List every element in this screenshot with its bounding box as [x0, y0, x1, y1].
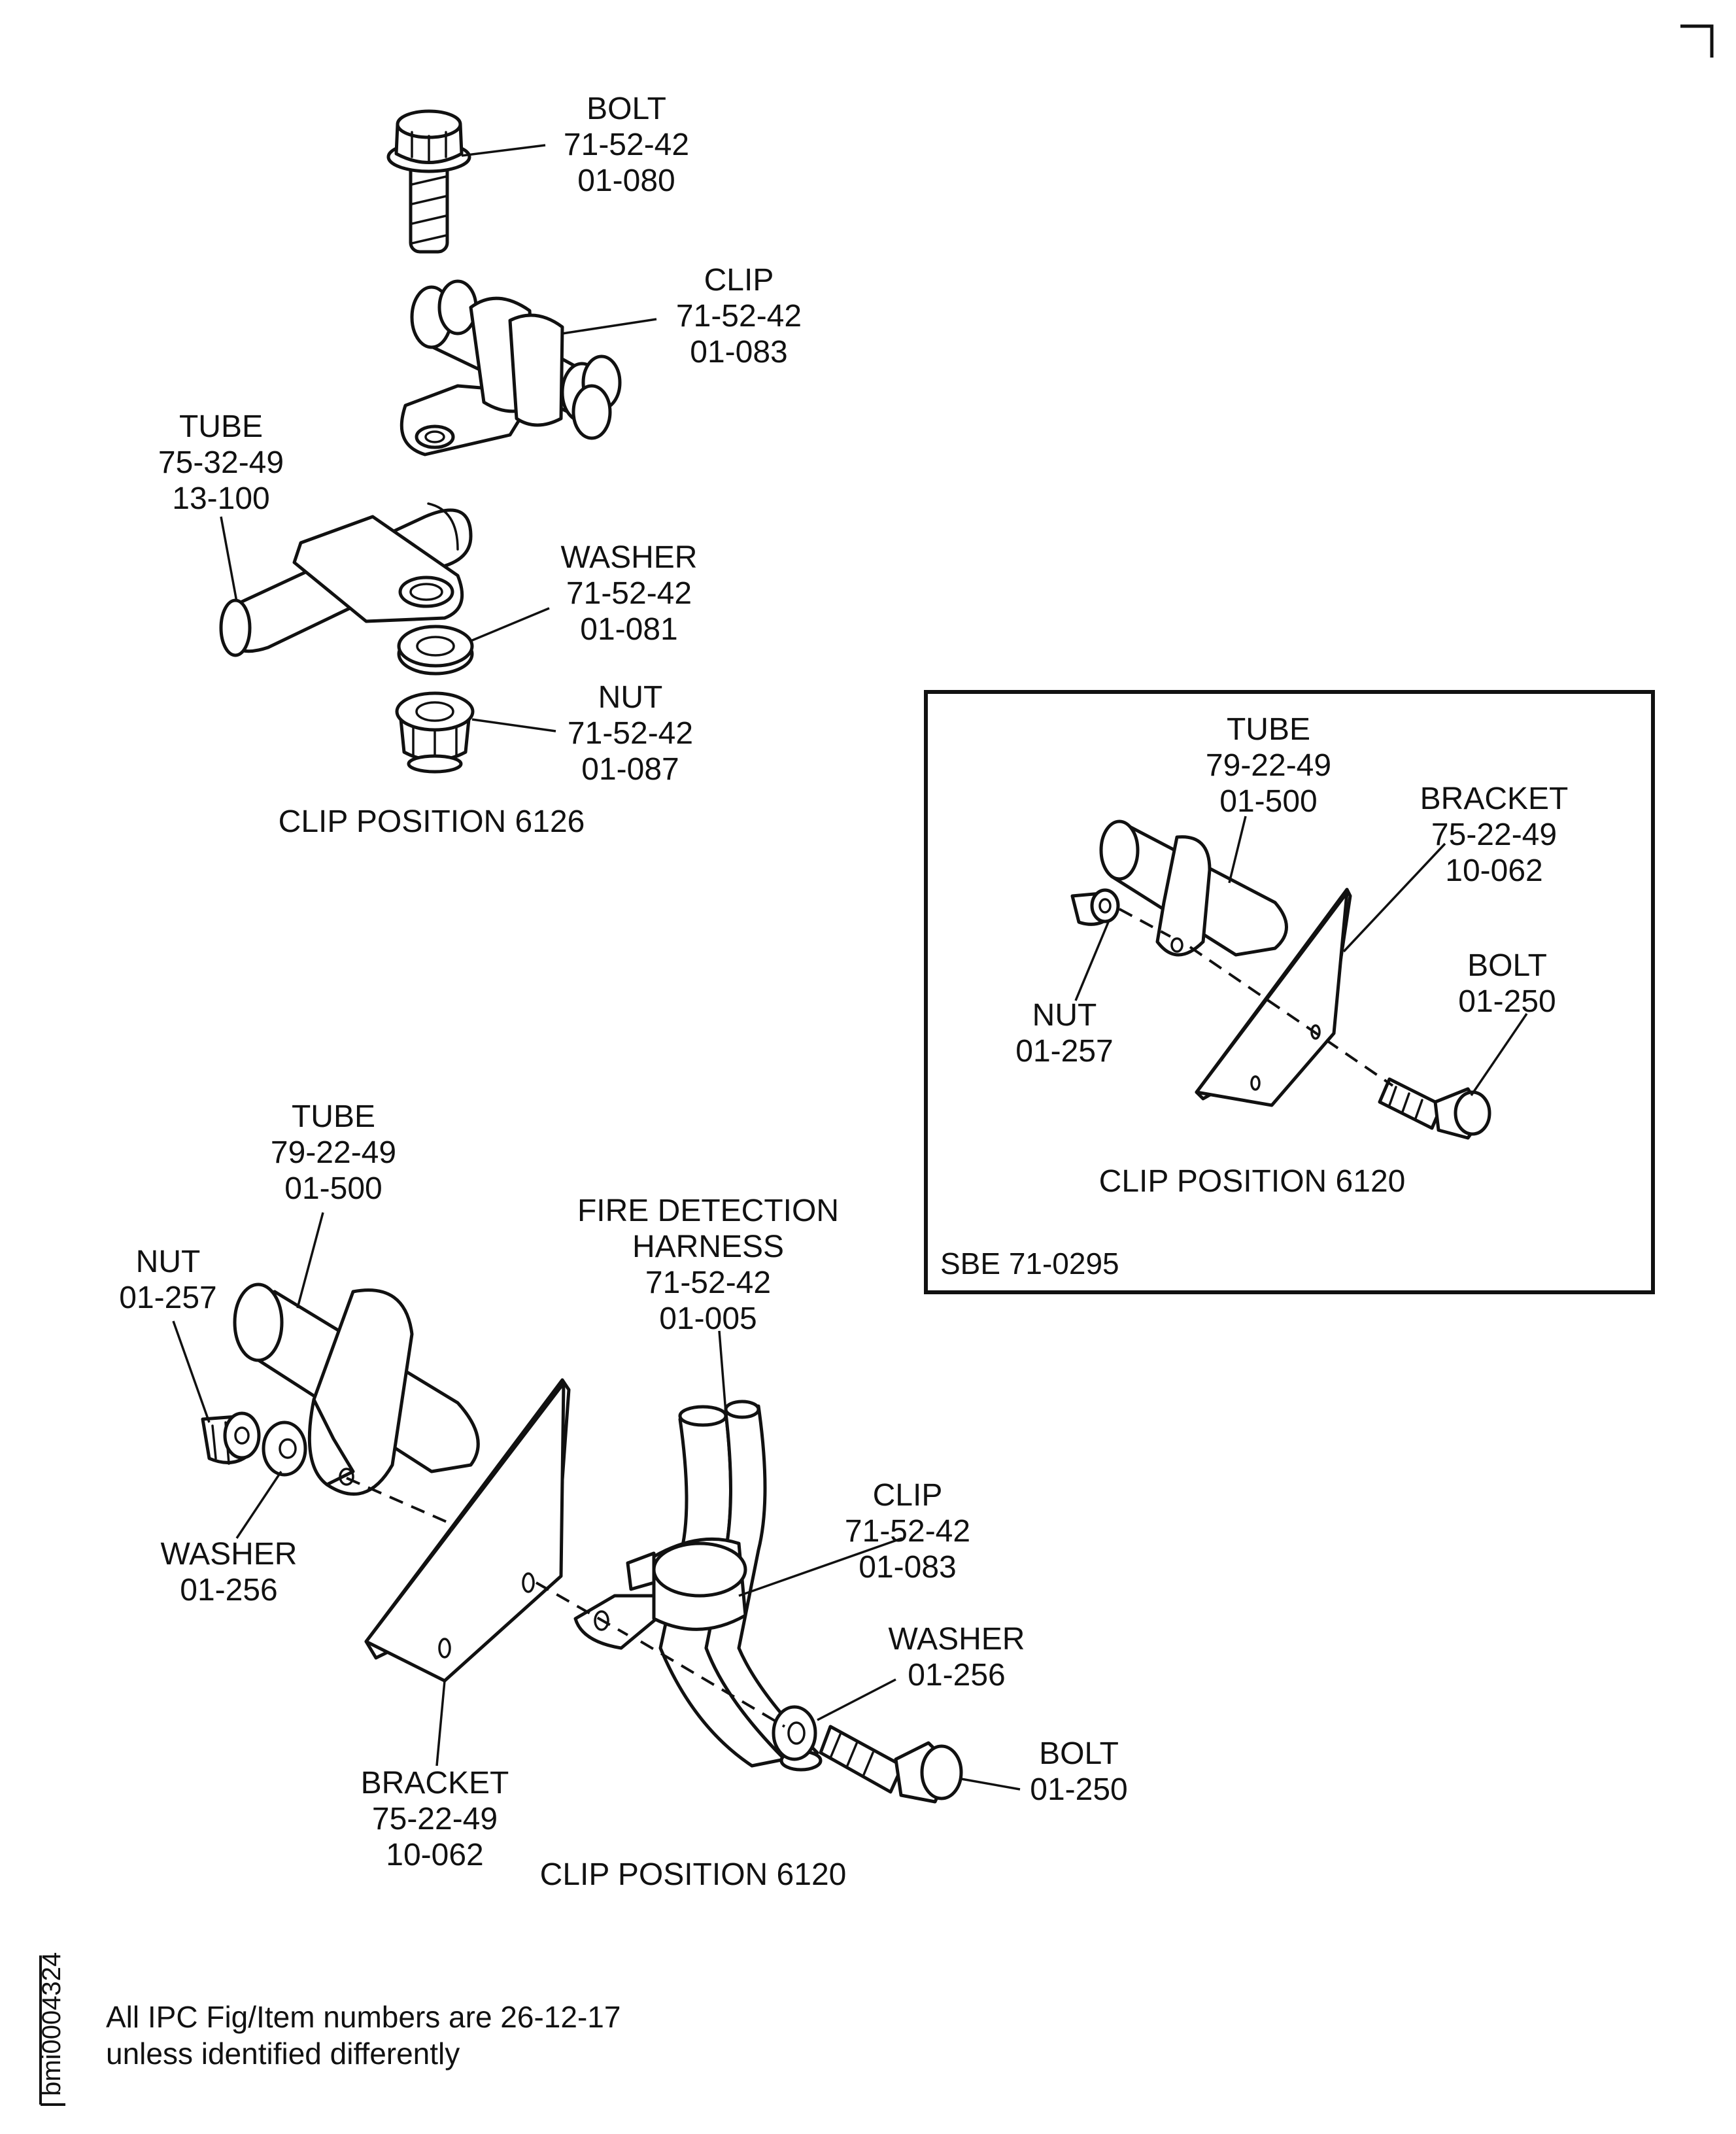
figure-id: bmi0004324	[37, 1952, 66, 2096]
inset-frame	[924, 690, 1655, 1294]
bottom-washer-right-part	[772, 1705, 817, 1761]
top-tube-part	[219, 502, 473, 657]
top-tube-name: TUBE	[179, 409, 263, 444]
bottom-harness-item: 01-005	[659, 1301, 757, 1336]
inset-bracket-item: 10-062	[1445, 853, 1542, 888]
bottom-washer-left-name: WASHER	[161, 1537, 298, 1572]
bottom-bolt-item: 01-250	[1030, 1772, 1127, 1807]
top-caption: CLIP POSITION 6126	[279, 804, 585, 839]
inset-tube-ref: 79-22-49	[1206, 748, 1331, 783]
top-clip-part	[400, 279, 622, 456]
bottom-tube-ref: 79-22-49	[271, 1135, 396, 1170]
bottom-tube-part	[233, 1282, 480, 1496]
bottom-washer-left-item: 01-256	[180, 1573, 277, 1608]
inset-sbe-reference: SBE 71-0295	[940, 1247, 1119, 1281]
inset-bolt-part	[1378, 1077, 1491, 1140]
top-bolt-item: 01-080	[577, 163, 675, 198]
top-washer-part	[397, 625, 474, 676]
bottom-tube-item: 01-500	[284, 1171, 382, 1206]
bottom-assembly: TUBE 79-22-49 01-500 NUT 01-257 WASHER 0…	[119, 1099, 1127, 1892]
top-bolt-ref: 71-52-42	[564, 128, 689, 162]
top-washer-item: 01-081	[580, 612, 677, 647]
top-nut-name: NUT	[598, 680, 663, 715]
bottom-nut-item: 01-257	[119, 1281, 216, 1315]
bottom-washer-right-name: WASHER	[889, 1622, 1025, 1657]
top-tube-ref: 75-32-49	[158, 445, 284, 480]
bottom-nut-part	[201, 1411, 261, 1465]
inset-tube-item: 01-500	[1219, 784, 1317, 819]
inset-tube-name: TUBE	[1227, 712, 1310, 747]
bottom-harness-ref: 71-52-42	[645, 1265, 771, 1300]
top-washer-name: WASHER	[561, 540, 698, 575]
top-tube-item: 13-100	[172, 481, 269, 516]
bottom-bolt-name: BOLT	[1039, 1736, 1119, 1771]
inset-caption: CLIP POSITION 6120	[1099, 1164, 1406, 1199]
inset-bolt-item: 01-250	[1458, 984, 1556, 1019]
footnote-line2: unless identified differently	[106, 2037, 460, 2071]
top-assembly: BOLT 71-52-42 01-080 CLIP 71-52-42 01-08…	[158, 92, 802, 839]
bottom-clip-name: CLIP	[873, 1478, 943, 1513]
bottom-harness-part	[658, 1400, 823, 1772]
top-washer-ref: 71-52-42	[566, 576, 692, 611]
bottom-bracket-item: 10-062	[386, 1838, 483, 1872]
bottom-bracket-ref: 75-22-49	[372, 1802, 498, 1836]
top-clip-name: CLIP	[704, 263, 774, 298]
top-bolt-name: BOLT	[587, 92, 666, 126]
bottom-bracket-part	[364, 1378, 571, 1683]
top-nut-part	[395, 691, 475, 774]
top-nut-item: 01-087	[581, 752, 679, 787]
footnote-line1: All IPC Fig/Item numbers are 26-12-17	[106, 2000, 621, 2034]
top-bolt-part	[386, 109, 471, 254]
inset-panel: TUBE 79-22-49 01-500 BRACKET 75-22-49 10…	[924, 690, 1655, 1294]
bottom-clip-part	[573, 1537, 747, 1650]
bottom-nut-name: NUT	[136, 1245, 201, 1279]
inset-nut-item: 01-257	[1015, 1034, 1113, 1069]
bottom-caption: CLIP POSITION 6120	[540, 1857, 847, 1892]
bottom-clip-item: 01-083	[859, 1550, 956, 1585]
inset-nut-part	[1070, 888, 1120, 926]
top-clip-ref: 71-52-42	[676, 299, 802, 334]
bottom-tube-name: TUBE	[292, 1099, 375, 1134]
figure-id-block: bmi0004324	[37, 1952, 66, 2106]
bottom-bracket-name: BRACKET	[361, 1766, 509, 1800]
bottom-washer-right-item: 01-256	[908, 1658, 1005, 1693]
inset-nut-name: NUT	[1032, 998, 1097, 1033]
inset-tube-part	[1099, 819, 1288, 957]
bottom-harness-name-line1: FIRE DETECTION	[577, 1194, 839, 1228]
bottom-bolt-part	[819, 1725, 963, 1804]
bottom-harness-name-line2: HARNESS	[632, 1230, 784, 1264]
inset-bracket-ref: 75-22-49	[1431, 817, 1557, 852]
bottom-washer-left-part	[262, 1420, 307, 1477]
corner-mark	[1680, 24, 1714, 58]
inset-bracket-name: BRACKET	[1420, 782, 1569, 816]
inset-bolt-name: BOLT	[1467, 948, 1547, 983]
footnote: All IPC Fig/Item numbers are 26-12-17 un…	[106, 2000, 621, 2071]
top-clip-item: 01-083	[690, 335, 787, 370]
top-nut-ref: 71-52-42	[568, 716, 693, 751]
inset-bracket-part	[1195, 887, 1352, 1107]
bottom-clip-ref: 71-52-42	[845, 1514, 970, 1549]
